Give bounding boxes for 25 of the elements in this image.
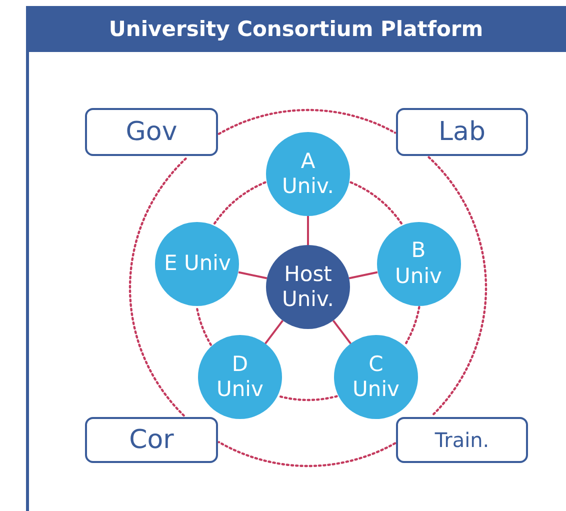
- dotted-ring-connector: [196, 306, 212, 346]
- member-circle: A Univ.: [266, 132, 350, 216]
- dotted-ring-connector: [129, 156, 188, 417]
- dotted-ring-connector: [428, 156, 487, 417]
- host-circle: Host Univ.: [266, 245, 350, 329]
- spoke-line: [307, 216, 309, 245]
- member-circle: C Univ: [334, 335, 418, 420]
- title-banner: University Consortium Platform: [26, 6, 566, 52]
- partner-box: Train.: [396, 417, 528, 463]
- member-circle: D Univ: [198, 335, 282, 420]
- dotted-ring-connector: [404, 306, 420, 346]
- member-circle: B Univ: [376, 222, 461, 306]
- dotted-ring-connector: [278, 395, 338, 402]
- dotted-ring-connector: [218, 441, 396, 468]
- member-circle: E Univ: [155, 222, 240, 306]
- partner-box: Lab: [396, 108, 528, 156]
- spoke-line: [348, 271, 378, 280]
- partner-box: Cor: [85, 417, 218, 463]
- dotted-ring-connector: [350, 181, 402, 224]
- dotted-ring-connector: [218, 108, 396, 135]
- spoke-line: [238, 271, 268, 280]
- spoke-line: [264, 320, 284, 344]
- dotted-ring-connector: [214, 181, 266, 224]
- partner-box: Gov: [85, 108, 218, 156]
- spoke-line: [332, 320, 352, 344]
